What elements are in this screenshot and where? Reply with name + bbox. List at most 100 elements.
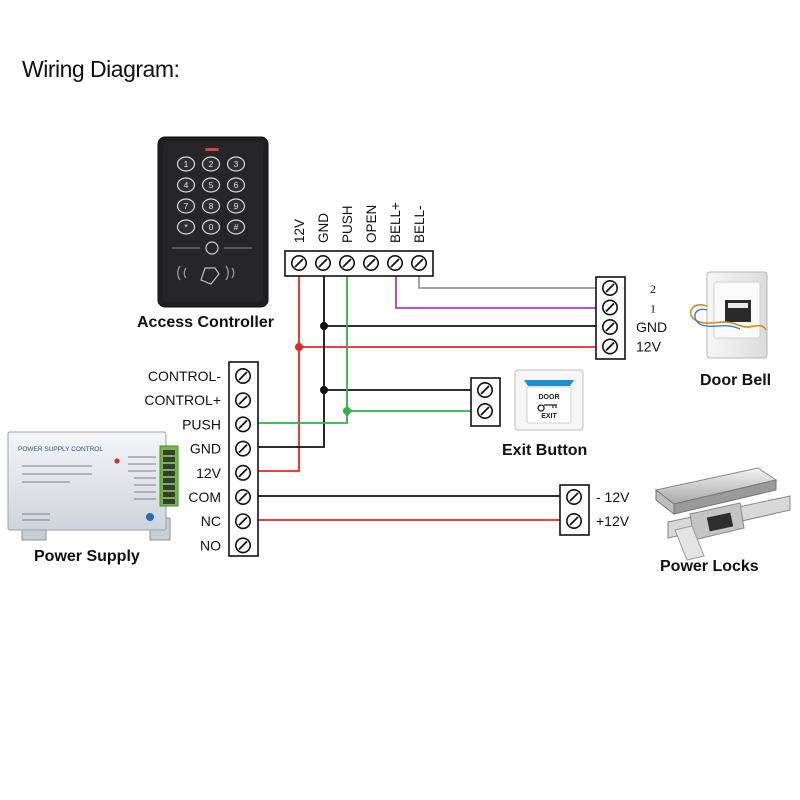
access-controller-label: Access Controller [137,314,274,331]
wire-bell-plus [395,263,596,309]
svg-text:4: 4 [184,180,189,190]
terminal-label: 2 [650,282,656,296]
svg-text:2: 2 [209,159,214,169]
rfid-wave-icon [177,265,235,281]
power-supply-terminals [235,367,252,554]
exit-button-face-top: DOOR [539,394,560,401]
svg-text:1: 1 [184,159,189,169]
wire-bell-minus [418,263,596,289]
status-led [205,148,219,151]
terminal-label: COM [188,489,221,505]
keypad-key[interactable]: 2 [201,156,221,172]
svg-text:8: 8 [209,201,214,211]
terminal-label: 1 [650,302,656,316]
power-supply-panel-title: POWER SUPPLY CONTROL [18,446,103,453]
terminal-screw [565,488,582,505]
svg-text:7: 7 [184,201,189,211]
keypad-key[interactable]: 1 [176,156,196,172]
power-supply-device: POWER SUPPLY CONTROL [7,431,179,541]
terminal-screw [290,255,307,272]
power-locks-device [654,467,791,561]
keypad-key[interactable]: # [226,219,246,235]
access-controller-terminal-labels: 12V GND PUSH OPEN BELL+ BELL- [292,202,427,243]
exit-button-face-bottom: EXIT [541,413,557,420]
svg-text:#: # [234,222,239,232]
terminal-screw [362,255,379,272]
terminal-screw [235,440,252,457]
svg-text:5: 5 [209,180,214,190]
terminal-label: PUSH [182,416,221,432]
power-locks-terminals [565,488,582,529]
wire-push-controller-to-power-supply [258,263,348,424]
terminal-screw [410,255,427,272]
card-icon [200,267,220,285]
keypad-key[interactable]: * [176,219,196,235]
terminal-label: GND [316,213,331,243]
terminal-screw [601,279,618,296]
terminal-label: PUSH [340,205,355,243]
svg-text:*: * [184,222,188,232]
terminal-screw [601,299,618,316]
power-locks-terminal-labels: - 12V +12V [596,489,630,529]
terminal-label: GND [190,441,221,457]
keypad-key[interactable]: 9 [226,198,246,214]
keypad-key[interactable]: 4 [176,177,196,193]
keypad-key[interactable]: 5 [201,177,221,193]
power-logo-icon [146,513,154,521]
terminal-screw [476,402,493,419]
terminal-screw [235,367,252,384]
terminal-screw [601,318,618,335]
keypad-key[interactable]: 3 [226,156,246,172]
access-controller-terminals [290,255,427,272]
svg-text:6: 6 [234,180,239,190]
key-icon [537,404,557,412]
keypad-key[interactable]: 7 [176,198,196,214]
keypad-key[interactable]: 8 [201,198,221,214]
svg-text:0: 0 [209,222,214,232]
terminal-label: CONTROL+ [144,392,221,408]
terminal-screw [235,392,252,409]
terminal-label: 12V [196,465,222,481]
terminal-label: CONTROL- [148,368,221,384]
terminal-screw [476,381,493,398]
door-bell-terminals [601,279,618,355]
page-title: Wiring Diagram: [22,56,180,82]
terminal-label: 12V [636,339,662,355]
junction-dot [295,343,303,351]
terminal-screw [235,513,252,530]
exit-button-label: Exit Button [502,442,587,459]
terminal-screw [235,488,252,505]
wire-12v-controller-to-power-supply [258,263,300,472]
door-bell-device [689,271,768,359]
junction-dot [320,322,328,330]
exit-button-device: DOOR EXIT [514,369,584,431]
bell-key-icon [205,241,219,255]
svg-text:9: 9 [234,201,239,211]
terminal-screw [235,537,252,554]
door-bell-label: Door Bell [700,372,771,389]
keypad-key[interactable]: 0 [201,219,221,235]
keypad-key[interactable]: 6 [226,177,246,193]
terminal-screw [338,255,355,272]
terminal-label: OPEN [364,205,379,243]
power-locks-label: Power Locks [660,558,759,575]
terminal-screw [235,464,252,481]
terminal-screw [235,416,252,433]
keypad: 1 2 3 4 5 6 7 8 9 * 0 # [176,156,246,235]
junction-dot [343,407,351,415]
junction-dot [320,386,328,394]
terminal-label: 12V [292,219,307,243]
access-controller-device: 1 2 3 4 5 6 7 8 9 * 0 # [157,136,269,308]
power-led [114,458,120,464]
terminal-label: - 12V [596,489,630,505]
exit-button-terminals [476,381,493,419]
terminal-label: NC [201,513,221,529]
terminal-label: BELL+ [388,202,403,243]
terminal-label: BELL- [412,205,427,243]
terminal-label: +12V [596,513,630,529]
svg-text:3: 3 [234,159,239,169]
terminal-screw [565,512,582,529]
